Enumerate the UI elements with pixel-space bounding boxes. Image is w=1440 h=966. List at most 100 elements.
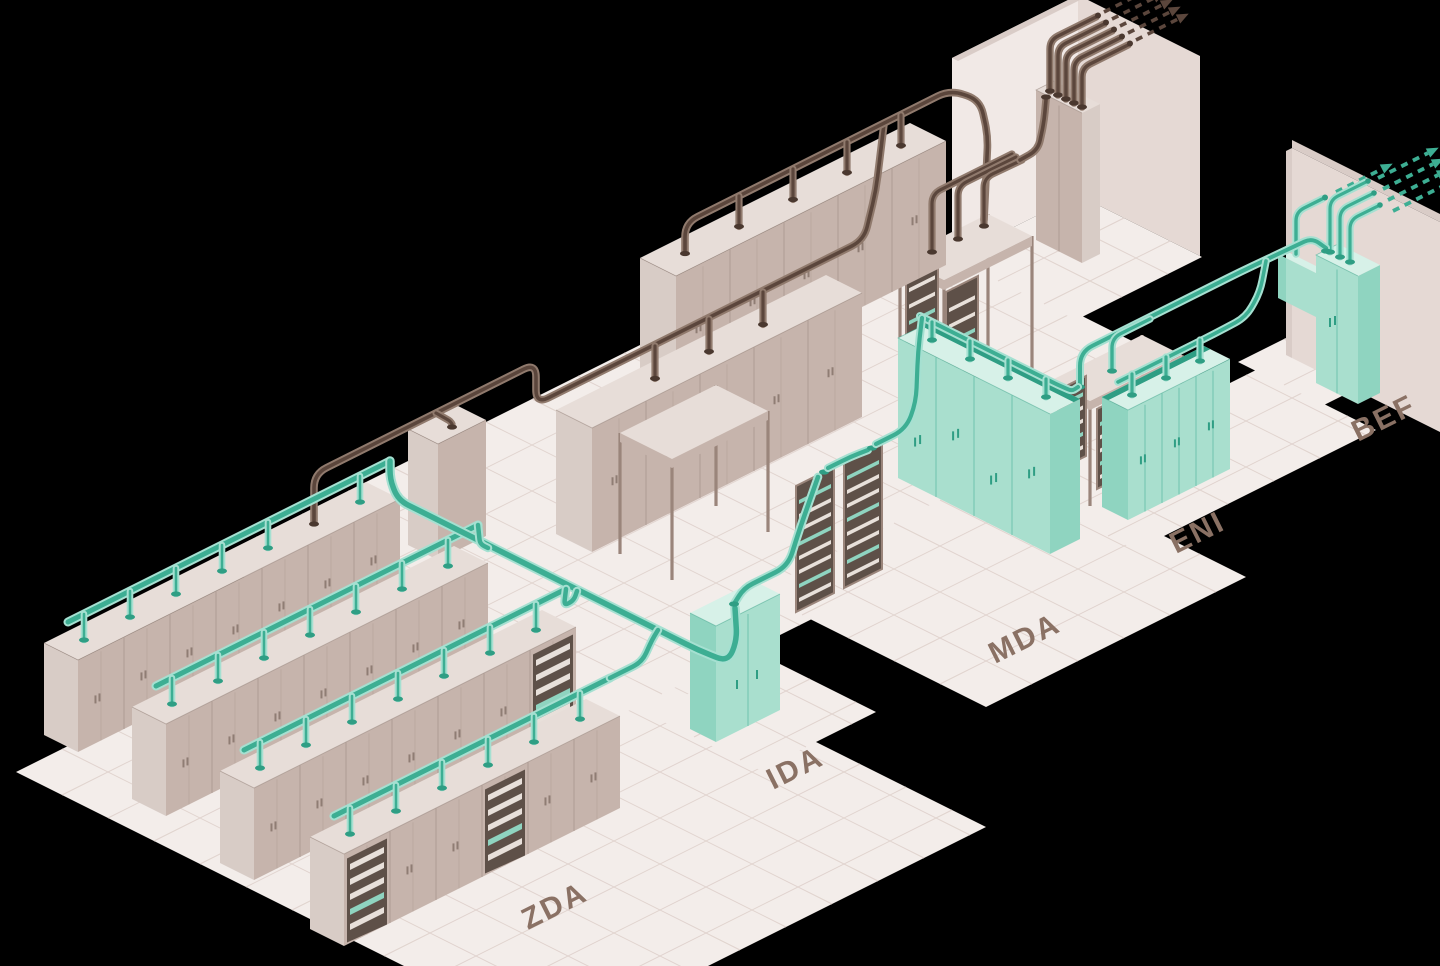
- cable-port: [1321, 248, 1331, 254]
- cabinet-top: [898, 323, 1080, 414]
- rack-unit: [847, 474, 879, 494]
- cable-port: [439, 673, 449, 679]
- wall-panel: [1078, 0, 1200, 256]
- equipment-unit: [488, 808, 522, 831]
- cable-port: [1077, 104, 1087, 110]
- rack-unit: [847, 502, 879, 522]
- frame-rack: [843, 441, 883, 590]
- cable-port: [213, 678, 223, 684]
- wall-grommet: [1111, 26, 1117, 33]
- cable-port: [529, 739, 539, 745]
- arrow-head-icon: [1175, 13, 1189, 24]
- rack-unit: [847, 530, 879, 550]
- cable-port: [979, 223, 989, 229]
- arrow-head-icon: [1167, 6, 1181, 17]
- cable-port: [1003, 375, 1013, 381]
- equipment-cabinet: [485, 769, 525, 874]
- cable-port: [896, 142, 906, 149]
- rack-unit: [847, 558, 879, 578]
- open-frame-canopy: [618, 385, 770, 580]
- backbone-exit-conduits: [1045, 0, 1189, 111]
- cable-port: [953, 236, 963, 242]
- cable-port: [167, 701, 177, 707]
- cable-port: [259, 655, 269, 661]
- cable-port: [1041, 394, 1051, 400]
- cabling-layer: [63, 0, 1440, 838]
- cabinet-end: [220, 771, 254, 880]
- cable-port: [734, 223, 744, 230]
- cabinet-top: [408, 405, 486, 444]
- cable-port: [483, 762, 493, 768]
- cable-port: [729, 601, 739, 607]
- wall-grommet: [1127, 40, 1133, 47]
- wall-grommet: [1103, 19, 1109, 26]
- zda-main-tray: [385, 456, 742, 683]
- arrow-head-icon: [1379, 163, 1393, 174]
- cabinet-end: [690, 613, 716, 742]
- rack-unit: [799, 526, 831, 546]
- cable-port: [1069, 100, 1079, 106]
- cabinet-end: [1102, 397, 1128, 520]
- bef-exit-cabling: [1292, 147, 1440, 266]
- cabinet-end: [1358, 265, 1380, 404]
- cable-port: [397, 586, 407, 592]
- cable-port: [531, 627, 541, 633]
- cable-port: [255, 765, 265, 771]
- cabinet-top: [310, 699, 620, 854]
- rack-unit: [799, 512, 831, 532]
- cable-port: [575, 716, 585, 722]
- cabinet-end: [1050, 399, 1080, 554]
- cable-port: [704, 348, 714, 355]
- cable-port: [1107, 368, 1117, 374]
- cable-port: [447, 424, 457, 430]
- rack-unit: [949, 295, 975, 313]
- equipment-unit: [536, 658, 570, 681]
- rack-unit: [847, 460, 879, 480]
- cable-port: [680, 250, 690, 257]
- rack-unit: [799, 582, 831, 602]
- wall-grommet: [1371, 190, 1377, 196]
- cabinet-end: [1082, 104, 1100, 263]
- rack-unit: [847, 488, 879, 508]
- cable-port: [347, 719, 357, 725]
- equipment-unit: [488, 838, 522, 861]
- mda-open-rack-2: [843, 441, 883, 590]
- cable-port: [1045, 88, 1055, 94]
- cable-port: [1127, 392, 1137, 398]
- canopy-edge: [944, 236, 1032, 290]
- cable-port: [1335, 254, 1345, 260]
- cable-port: [1345, 259, 1355, 265]
- wall-grommet: [1095, 12, 1101, 19]
- rack-unit: [909, 291, 935, 309]
- cable-port: [927, 337, 937, 343]
- cable-port: [79, 637, 89, 643]
- cabinet-end: [132, 707, 166, 816]
- cable-port: [1041, 94, 1051, 100]
- box-side: [1278, 254, 1286, 302]
- cable-port: [301, 742, 311, 748]
- cable-port: [842, 169, 852, 176]
- cabinet-end: [556, 410, 592, 552]
- cable-port: [650, 375, 660, 382]
- bef-cabinet: [1315, 243, 1380, 404]
- cable-port: [1195, 358, 1205, 364]
- zda-rack-row-4: [309, 699, 621, 946]
- zda-row-tray-3: [239, 584, 571, 772]
- cabinet-end: [310, 837, 344, 946]
- cable-port: [1161, 375, 1171, 381]
- equipment-unit: [536, 688, 570, 711]
- cable-tray-strip: [921, 323, 1080, 403]
- arrow-head-icon: [1435, 169, 1440, 180]
- arrow-head-icon: [1425, 147, 1439, 158]
- rack-unit: [949, 311, 975, 329]
- brown-backbone-run: [309, 88, 1051, 527]
- canopy-top: [620, 385, 768, 459]
- zda-row-tray-4: [329, 673, 615, 838]
- distribution-canopy-table: [618, 385, 770, 580]
- arrow-head-icon: [1159, 0, 1173, 10]
- equipment-unit: [536, 673, 570, 696]
- wall-grommet: [1119, 33, 1125, 40]
- equipment-unit: [350, 877, 384, 900]
- zda-row-tray-2: [151, 520, 483, 708]
